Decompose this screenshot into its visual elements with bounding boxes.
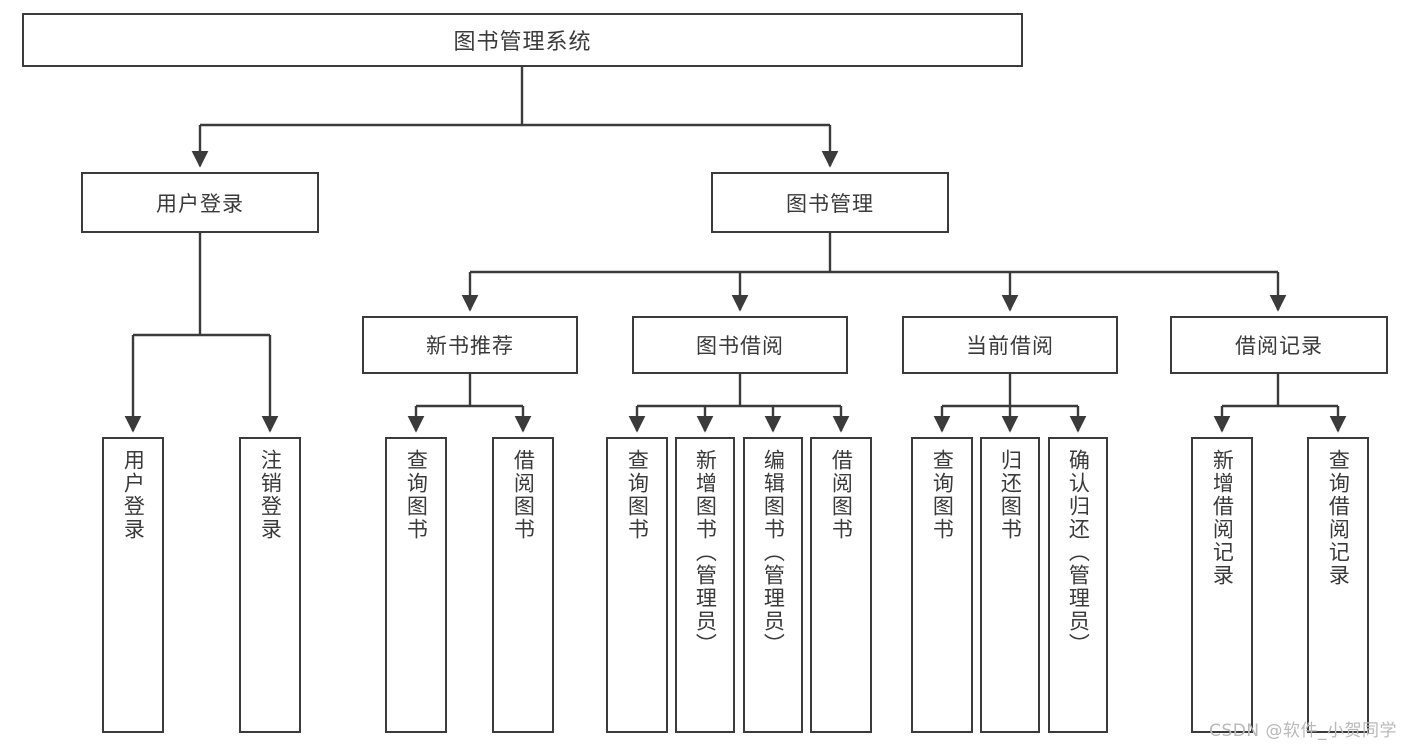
leaf-borrow-book[interactable]: 借阅图书 (810, 437, 872, 733)
leaf-return-book[interactable]: 归还图书 (980, 437, 1040, 733)
node-root-system[interactable]: 图书管理系统 (22, 13, 1023, 67)
leaf-edit-book-admin[interactable]: 编辑图书（管理员） (743, 437, 803, 733)
node-borrow-record[interactable]: 借阅记录 (1170, 316, 1388, 374)
node-user-login[interactable]: 用户登录 (81, 172, 319, 233)
leaf-borrow-book-newbook[interactable]: 借阅图书 (492, 437, 554, 733)
watermark: CSDN @软件_小贺同学 (1209, 721, 1397, 741)
leaf-confirm-return-admin[interactable]: 确认归还（管理员） (1048, 437, 1108, 733)
leaf-label: 用户登录 (121, 449, 146, 541)
leaf-query-book-borrow[interactable]: 查询图书 (606, 437, 668, 733)
node-label: 图书管理系统 (453, 30, 592, 55)
node-label: 图书管理 (786, 191, 874, 216)
leaf-label: 编辑图书（管理员） (761, 449, 786, 656)
leaf-label: 确认归还（管理员） (1066, 449, 1091, 656)
leaf-label: 归还图书 (998, 449, 1023, 541)
leaf-label: 注销登录 (258, 449, 283, 541)
leaf-label: 新增图书（管理员） (693, 449, 718, 656)
node-label: 当前借阅 (966, 334, 1054, 358)
leaf-label: 借阅图书 (511, 449, 536, 541)
node-label: 新书推荐 (426, 334, 514, 358)
leaf-query-book-current[interactable]: 查询图书 (911, 437, 973, 733)
node-label: 借阅记录 (1235, 334, 1323, 358)
leaf-add-book-admin[interactable]: 新增图书（管理员） (675, 437, 735, 733)
leaf-label: 查询图书 (404, 449, 429, 541)
leaf-query-borrow-record[interactable]: 查询借阅记录 (1307, 437, 1369, 733)
leaf-logout[interactable]: 注销登录 (239, 437, 301, 733)
leaf-label: 新增借阅记录 (1210, 449, 1235, 587)
leaf-add-borrow-record[interactable]: 新增借阅记录 (1191, 437, 1253, 733)
leaf-user-login[interactable]: 用户登录 (102, 437, 164, 733)
leaf-label: 查询图书 (625, 449, 650, 541)
node-current-borrow[interactable]: 当前借阅 (902, 316, 1118, 374)
node-label: 图书借阅 (696, 334, 784, 358)
node-book-borrow[interactable]: 图书借阅 (632, 316, 848, 374)
leaf-label: 借阅图书 (829, 449, 854, 541)
leaf-label: 查询图书 (930, 449, 955, 541)
node-book-management[interactable]: 图书管理 (711, 172, 949, 233)
node-new-book-recommend[interactable]: 新书推荐 (362, 316, 578, 374)
leaf-label: 查询借阅记录 (1326, 449, 1351, 587)
node-label: 用户登录 (156, 191, 244, 216)
leaf-query-book-newbook[interactable]: 查询图书 (385, 437, 447, 733)
